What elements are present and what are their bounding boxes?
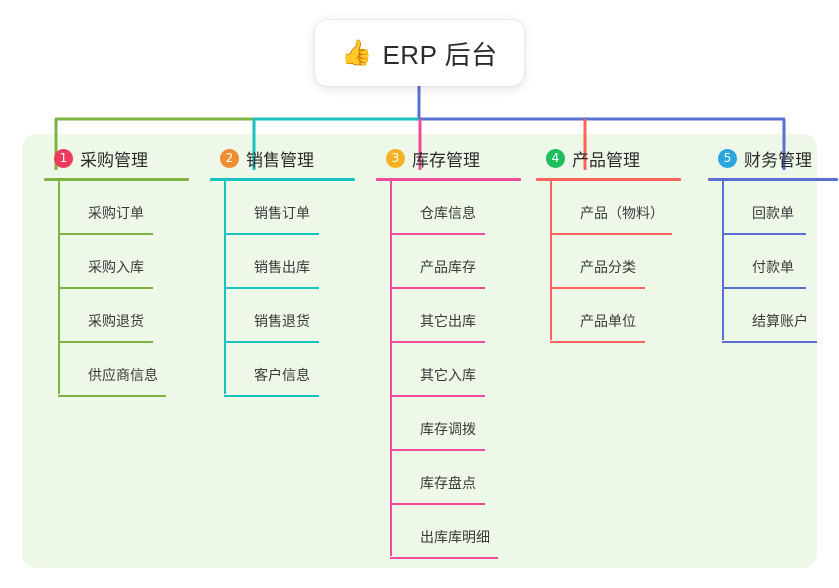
column-badge-2: 2 xyxy=(220,148,239,168)
list-item-label: 产品库存 xyxy=(420,259,476,275)
column-rule-5 xyxy=(708,178,838,181)
column-badge-3: 3 xyxy=(386,148,405,168)
list-item-rule xyxy=(58,395,166,397)
list-item-rule xyxy=(390,557,498,559)
column-badge-1: 1 xyxy=(54,148,73,168)
column-header-3[interactable]: 3 库存管理 xyxy=(368,145,480,171)
column-1: 1 采购管理采购订单采购入库采购退货供应商信息 xyxy=(36,145,189,397)
list-item-label: 客户信息 xyxy=(254,367,310,383)
column-header-2[interactable]: 2 销售管理 xyxy=(202,145,314,171)
list-item-rule xyxy=(390,287,485,289)
column-badge-4: 4 xyxy=(546,148,565,168)
list-item-rule xyxy=(58,341,153,343)
list-item-label: 采购订单 xyxy=(88,205,144,221)
column-5: 5 财务管理回款单付款单结算账户 xyxy=(700,145,838,343)
list-item-label: 销售出库 xyxy=(254,259,310,275)
list-item-label: 结算账户 xyxy=(752,313,808,329)
list-item-rule xyxy=(224,395,319,397)
column-title-3: 库存管理 xyxy=(412,150,480,170)
list-item-rule xyxy=(58,233,153,235)
root-node-title: ERP 后台 xyxy=(382,39,498,70)
list-item-label: 销售订单 xyxy=(254,205,310,221)
thumbs-up-icon: 👍 xyxy=(341,38,373,67)
list-item-label: 产品分类 xyxy=(580,259,636,275)
list-item-label: 其它出库 xyxy=(420,313,476,329)
list-item-rule xyxy=(224,287,319,289)
content-panel-background xyxy=(22,134,817,568)
column-3: 3 库存管理仓库信息产品库存其它出库其它入库库存调拨库存盘点出库库明细 xyxy=(368,145,521,559)
column-header-4[interactable]: 4 产品管理 xyxy=(528,145,640,171)
list-item-label: 回款单 xyxy=(752,205,794,221)
list-item-rule xyxy=(722,287,806,289)
column-title-1: 采购管理 xyxy=(80,150,148,170)
list-item-label: 库存调拨 xyxy=(420,421,476,437)
list-item-label: 库存盘点 xyxy=(420,475,476,491)
list-item-rule xyxy=(550,341,645,343)
list-item-rule xyxy=(224,341,319,343)
column-header-5[interactable]: 5 财务管理 xyxy=(700,145,812,171)
column-rule-3 xyxy=(376,178,521,181)
list-item-rule xyxy=(722,341,817,343)
column-2: 2 销售管理销售订单销售出库销售退货客户信息 xyxy=(202,145,355,397)
list-item-label: 销售退货 xyxy=(254,313,310,329)
column-spine-1 xyxy=(58,178,60,394)
column-rule-4 xyxy=(536,178,681,181)
root-node-card[interactable]: 👍 ERP 后台 xyxy=(315,20,524,86)
list-item-rule xyxy=(550,287,645,289)
column-title-5: 财务管理 xyxy=(744,150,812,170)
list-item-rule xyxy=(722,233,806,235)
column-header-1[interactable]: 1 采购管理 xyxy=(36,145,148,171)
list-item-label: 采购退货 xyxy=(88,313,144,329)
list-item-label: 其它入库 xyxy=(420,367,476,383)
list-item-rule xyxy=(390,395,485,397)
list-item-label: 仓库信息 xyxy=(420,205,476,221)
list-item-rule xyxy=(390,503,485,505)
list-item-rule xyxy=(390,341,485,343)
list-item-rule xyxy=(390,449,485,451)
column-spine-3 xyxy=(390,178,392,556)
column-spine-4 xyxy=(550,178,552,340)
column-badge-5: 5 xyxy=(718,148,737,168)
list-item-label: 供应商信息 xyxy=(88,367,158,383)
column-spine-2 xyxy=(224,178,226,394)
column-spine-5 xyxy=(722,178,724,340)
list-item-rule xyxy=(550,233,672,235)
list-item-label: 采购入库 xyxy=(88,259,144,275)
list-item-label: 产品（物料） xyxy=(580,205,664,221)
list-item-label: 出库库明细 xyxy=(420,529,490,545)
column-title-4: 产品管理 xyxy=(572,150,640,170)
list-item-label: 付款单 xyxy=(752,259,794,275)
list-item-rule xyxy=(224,233,319,235)
list-item-label: 产品单位 xyxy=(580,313,636,329)
column-4: 4 产品管理产品（物料） 产品分类产品单位 xyxy=(528,145,681,343)
list-item-rule xyxy=(58,287,153,289)
column-rule-2 xyxy=(210,178,355,181)
column-title-2: 销售管理 xyxy=(246,150,314,170)
list-item-rule xyxy=(390,233,485,235)
column-rule-1 xyxy=(44,178,189,181)
